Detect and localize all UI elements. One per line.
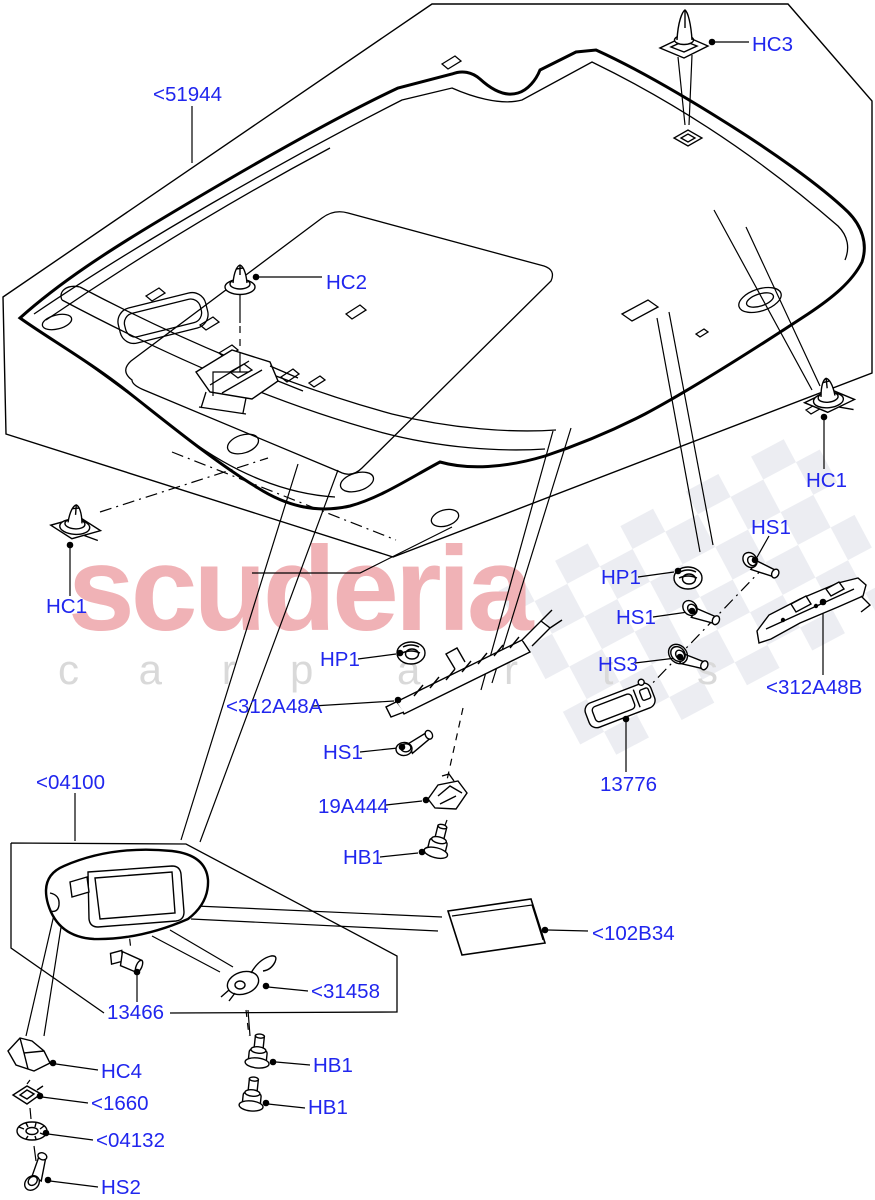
part-label-hs1-mid: HS1 [323,741,363,764]
screw-hs3 [667,635,713,683]
part-label-hp1-mid: HP1 [320,648,360,671]
part-label-hs1-right-top: HS1 [751,516,791,539]
part-label-102b34: <102B34 [592,922,675,945]
part-label-312a48a: <312A48A [226,695,323,718]
checkered-flag-watermark [498,426,875,768]
part-label-hc1-left: HC1 [46,595,87,618]
part-label-hs2: HS2 [101,1176,141,1199]
part-label-19a444: 19A444 [318,795,389,818]
part-label-hb1-upper: HB1 [313,1054,353,1077]
part-label-13466: 13466 [107,1001,164,1024]
clip-hc3 [658,9,710,59]
part-label-31458: <31458 [311,980,380,1003]
part-label-hc4: HC4 [101,1060,142,1083]
plug-hb1-lower [237,1075,267,1113]
leader-dots [36,38,828,1184]
clip-hc1-right [802,376,857,414]
clip-hc4 [7,1037,51,1072]
part-label-hb1-mid: HB1 [343,846,383,869]
part-label-04100: <04100 [36,771,105,794]
bulb-13466 [109,949,144,974]
washer-04132 [16,1121,48,1141]
assembly-center-lines [99,326,767,1037]
part-label-hs3: HS3 [598,653,638,676]
mirror-glass-102b34 [446,898,547,956]
socket-31458 [220,955,277,1002]
plug-hb1-mid [422,820,456,862]
part-label-hb1-lower: HB1 [308,1096,348,1119]
screw-hs1-mid [393,728,437,757]
clip-hc1-left [49,503,103,542]
part-labels: <51944HC3HC2HC1HC1HS1HP1HS1HS3<312A48B13… [36,33,862,1199]
part-label-312a48b: <312A48B [766,676,862,699]
part-label-13776: 13776 [600,773,657,796]
part-label-hc2: HC2 [326,271,367,294]
lamp-13776 [584,678,656,729]
brand-watermark-text: scuderia [68,522,535,656]
brand-subtext-left: c a r [58,646,260,693]
part-label-51944: <51944 [153,83,222,106]
headliner-trim-panel [17,48,866,528]
rail-312a48a [385,609,563,718]
part-label-hs1-right-mid: HS1 [616,606,656,629]
console-bracket [194,349,304,415]
part-label-hc3: HC3 [752,33,793,56]
part-label-1660: <1660 [91,1092,149,1115]
part-label-hc1-right: HC1 [806,469,847,492]
sun-visor [44,848,210,941]
part-label-hp1-right: HP1 [601,566,641,589]
visor-panel-outline [10,842,398,1014]
clip-19a444 [427,773,468,810]
part-label-04132: <04132 [96,1129,165,1152]
plug-hb1-upper [243,1032,273,1070]
bracket-312a48b [756,577,872,644]
screw-hs2 [13,1148,60,1194]
